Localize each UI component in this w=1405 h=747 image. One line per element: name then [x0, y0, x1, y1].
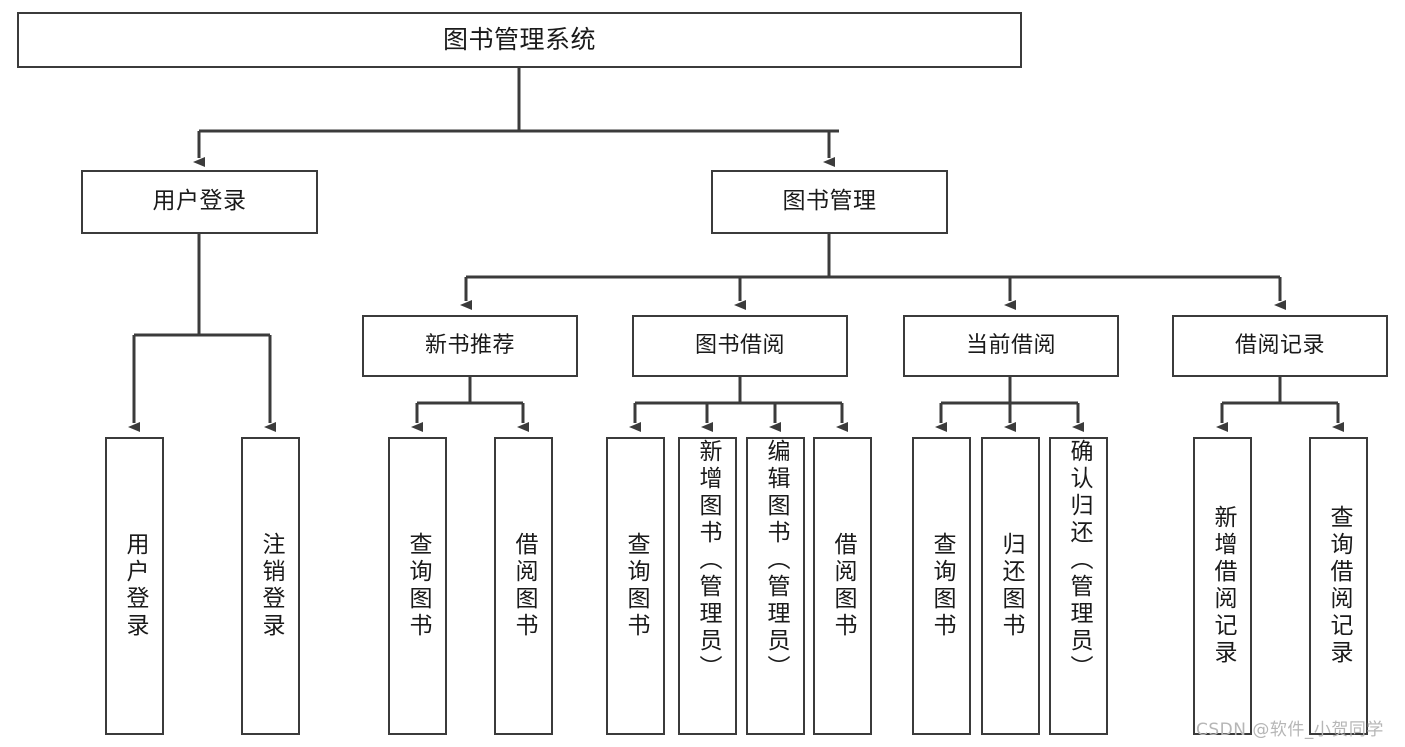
leaf-borrow-borrow-book[interactable]: 借阅图书 [813, 437, 872, 735]
node-book-management[interactable]: 图书管理 [711, 170, 948, 234]
csdn-watermark: CSDN @软件_小贺同学 [1196, 720, 1384, 740]
node-borrow-record[interactable]: 借阅记录 [1172, 315, 1388, 377]
node-label: 借阅图书 [830, 532, 856, 640]
leaf-user-login-signin[interactable]: 用户登录 [105, 437, 164, 735]
node-label: 归还图书 [998, 532, 1024, 640]
node-label: 查询图书 [405, 532, 431, 640]
leaf-borrow-query-book[interactable]: 查询图书 [606, 437, 665, 735]
node-label: 图书借阅 [694, 333, 785, 359]
node-label: 确认归还（管理员） [1066, 439, 1092, 682]
leaf-user-login-signout[interactable]: 注销登录 [241, 437, 300, 735]
leaf-recommend-query-book[interactable]: 查询图书 [388, 437, 447, 735]
node-label: 新增图书（管理员） [695, 439, 721, 682]
node-new-book-recommend[interactable]: 新书推荐 [362, 315, 578, 377]
node-root-system[interactable]: 图书管理系统 [17, 12, 1022, 68]
leaf-current-query-book[interactable]: 查询图书 [912, 437, 971, 735]
node-user-login[interactable]: 用户登录 [81, 170, 318, 234]
node-label: 查询图书 [929, 532, 955, 640]
leaf-borrow-add-book-admin[interactable]: 新增图书（管理员） [678, 437, 737, 735]
node-label: 当前借阅 [965, 333, 1056, 359]
node-label: 查询图书 [623, 532, 649, 640]
node-label: 图书管理 [782, 188, 877, 215]
node-label: 新增借阅记录 [1210, 505, 1236, 667]
leaf-current-return-book[interactable]: 归还图书 [981, 437, 1040, 735]
node-label: 借阅图书 [511, 532, 537, 640]
node-label: 图书管理系统 [442, 25, 596, 55]
node-current-borrow[interactable]: 当前借阅 [903, 315, 1119, 377]
leaf-recommend-borrow-book[interactable]: 借阅图书 [494, 437, 553, 735]
leaf-record-add-record[interactable]: 新增借阅记录 [1193, 437, 1252, 735]
node-label: 用户登录 [152, 188, 247, 215]
node-label: 新书推荐 [424, 333, 515, 359]
node-label: 借阅记录 [1234, 333, 1325, 359]
node-label: 查询借阅记录 [1326, 505, 1352, 667]
leaf-borrow-edit-book-admin[interactable]: 编辑图书（管理员） [746, 437, 805, 735]
leaf-record-query-record[interactable]: 查询借阅记录 [1309, 437, 1368, 735]
node-label: 注销登录 [258, 532, 284, 640]
leaf-current-confirm-return-admin[interactable]: 确认归还（管理员） [1049, 437, 1108, 735]
node-label: 编辑图书（管理员） [763, 439, 789, 682]
node-book-borrow[interactable]: 图书借阅 [632, 315, 848, 377]
node-label: 用户登录 [122, 532, 148, 640]
